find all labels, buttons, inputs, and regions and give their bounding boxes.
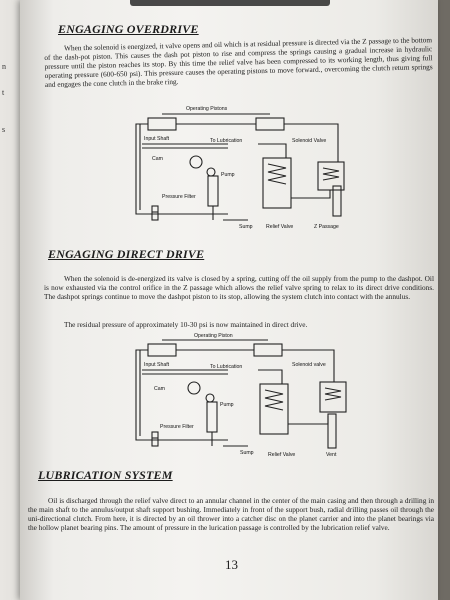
margin-fragment: n (2, 62, 6, 71)
margin-fragment: s (2, 125, 6, 134)
label-relief-valve: Relief Valve (268, 452, 295, 458)
manual-page: ENGAGING OVERDRIVE When the solenoid is … (20, 0, 438, 600)
hydraulic-diagram-direct-drive: Operating Piston Input Shaft To Lubricat… (135, 333, 347, 458)
label-z-passage: Z Passage (314, 224, 339, 230)
label-pressure-filter: Pressure Filter (160, 424, 194, 430)
label-input-shaft: Input Shaft (144, 136, 170, 142)
section-heading-engaging-direct-drive: ENGAGING DIRECT DRIVE (48, 247, 205, 261)
hydraulic-diagram-overdrive: Operating Pistons Input Shaft To Lubrica… (135, 106, 345, 230)
label-sump: Sump (239, 224, 253, 230)
label-operating-piston: Operating Piston (194, 333, 233, 339)
section-heading-engaging-overdrive: ENGAGING OVERDRIVE (58, 22, 199, 36)
label-cam: Cam (152, 156, 163, 162)
label-pump: Pump (220, 402, 234, 408)
page-number: 13 (225, 557, 238, 572)
margin-fragment: t (2, 88, 5, 97)
label-cam: Cam (154, 386, 165, 392)
label-pressure-filter: Pressure Filter (162, 194, 196, 200)
label-sump: Sump (240, 450, 254, 456)
section-heading-lubrication-system: LUBRICATION SYSTEM (38, 468, 173, 482)
label-input-shaft: Input Shaft (144, 362, 170, 368)
label-solenoid-valve: Solenoid Valve (292, 138, 326, 144)
label-operating-pistons: Operating Pistons (186, 106, 228, 112)
paragraph-lubrication-system: Oil is discharged through the relief val… (28, 496, 434, 533)
label-to-lubrication: To Lubrication (210, 364, 242, 370)
page-header-bar (130, 0, 330, 6)
label-vent: Vent (326, 452, 337, 458)
label-solenoid-valve: Solenoid valve (292, 362, 326, 368)
label-to-lubrication: To Lubrication (210, 138, 242, 144)
label-pump: Pump (221, 172, 235, 178)
paragraph-engaging-direct-drive: When the solenoid is de-energized its va… (44, 274, 434, 302)
paragraph-engaging-overdrive: When the solenoid is energized, it valve… (44, 35, 433, 90)
paragraph-residual-pressure: The residual pressure of approximately 1… (64, 320, 308, 329)
label-relief-valve: Relief Valve (266, 224, 293, 230)
